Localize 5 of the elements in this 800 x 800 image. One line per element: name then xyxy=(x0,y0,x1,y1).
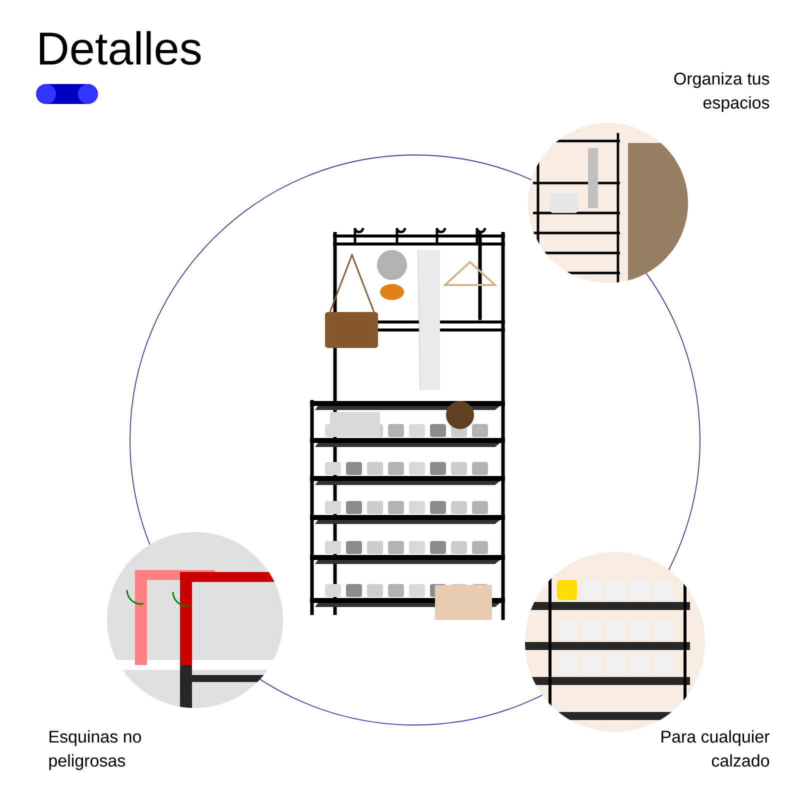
coat-rack-drawing xyxy=(310,226,506,622)
feature-label: Organiza tus espacios xyxy=(674,72,770,112)
title: Detalles xyxy=(40,31,201,65)
feature-label: Esquinas no peligrosas xyxy=(49,730,142,770)
feature-label: Para cualquier calzado xyxy=(662,730,770,767)
